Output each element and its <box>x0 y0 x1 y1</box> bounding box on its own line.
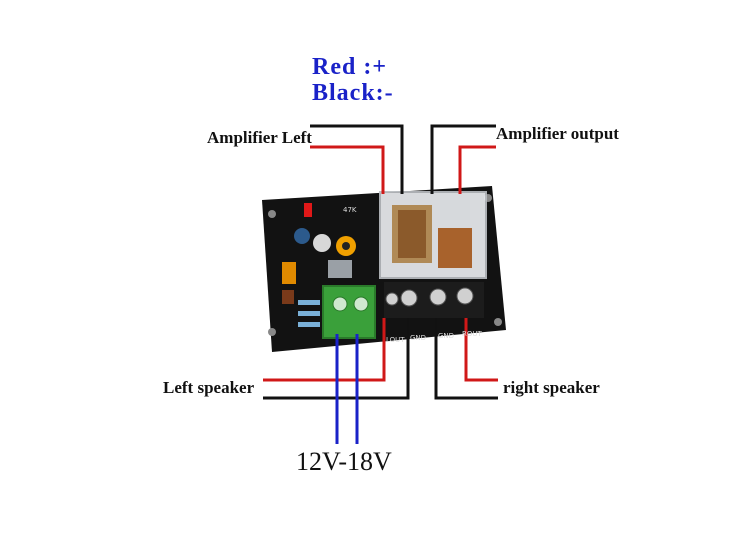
label-supply-voltage: 12V-18V <box>296 447 392 476</box>
silkscreen-terminal-label: LOUT <box>386 336 405 344</box>
silkscreen-terminal-label: GND <box>410 334 426 342</box>
resistor <box>298 311 320 316</box>
resistor <box>298 322 320 327</box>
right-speaker-wires <box>434 318 498 400</box>
power-wires <box>335 334 359 444</box>
mount-hole <box>494 318 502 326</box>
label-amplifier-output: Amplifier output <box>496 124 619 143</box>
left-speaker-wires <box>263 318 410 400</box>
legend-red-positive: Red :+ <box>312 54 387 80</box>
led <box>304 203 312 217</box>
silkscreen-terminal-label: GND <box>438 332 454 340</box>
amplifier-output-wires <box>430 124 496 194</box>
resistor <box>282 290 294 304</box>
label-left-speaker: Left speaker <box>163 378 255 397</box>
components <box>282 203 356 327</box>
capacitor <box>282 262 296 284</box>
mount-hole <box>268 328 276 336</box>
amplifier-left-wires <box>310 124 404 194</box>
transistor <box>328 260 352 278</box>
legend-black-negative: Black:- <box>312 80 394 106</box>
mount-hole <box>268 210 276 218</box>
silkscreen-top-label: 47K <box>343 206 357 214</box>
resistor <box>298 300 320 305</box>
label-right-speaker: right speaker <box>503 378 600 397</box>
capacitor <box>294 228 310 244</box>
capacitor <box>313 234 331 252</box>
silkscreen-terminal-label: ROUT <box>462 330 482 338</box>
speaker-terminals <box>384 282 484 318</box>
label-amplifier-left: Amplifier Left <box>207 128 312 147</box>
relay <box>379 191 487 279</box>
power-terminal <box>322 285 376 339</box>
